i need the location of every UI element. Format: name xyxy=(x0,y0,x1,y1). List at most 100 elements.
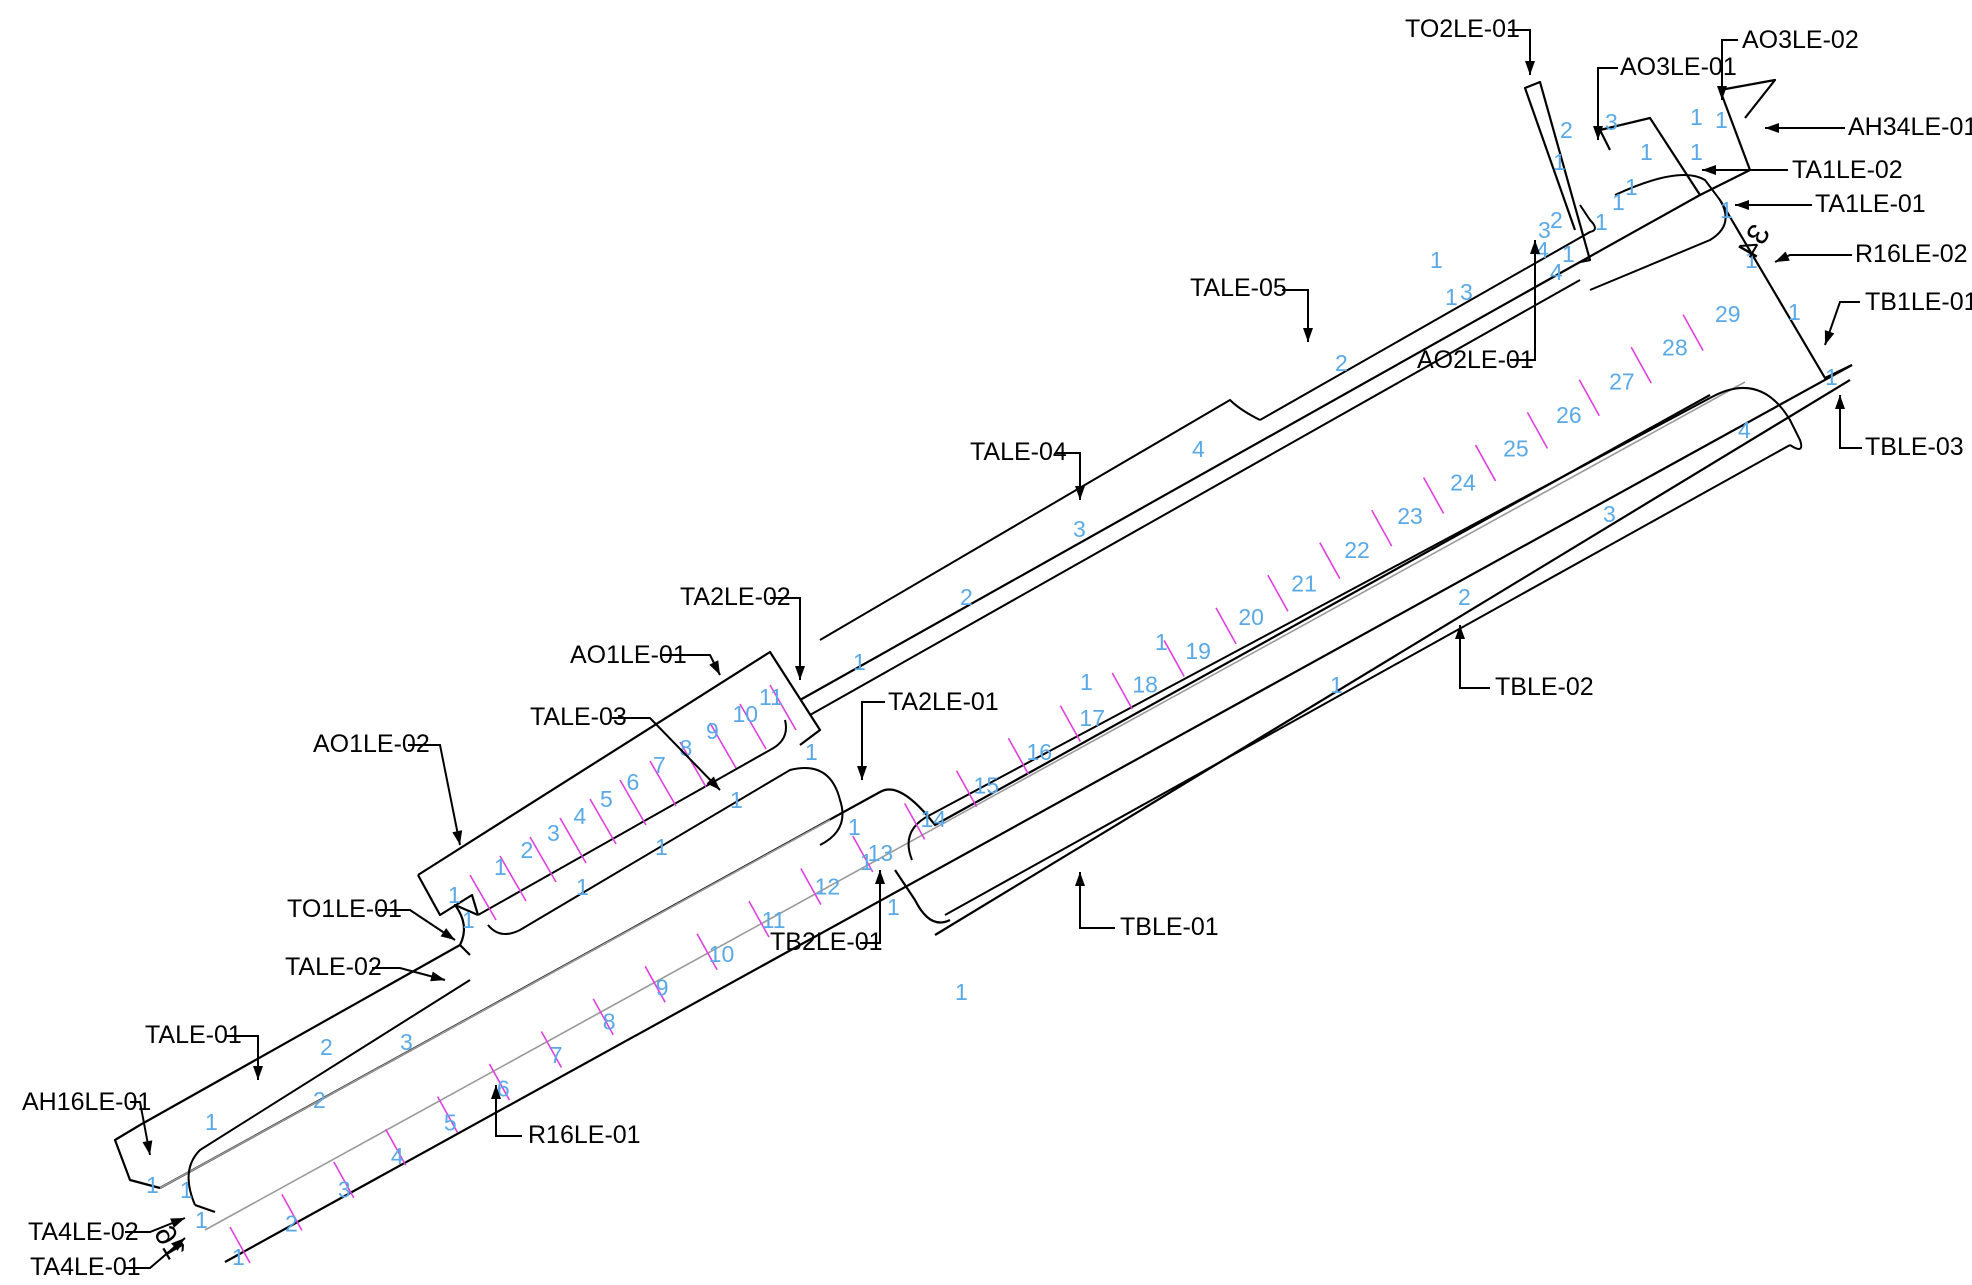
segment-number: 2 xyxy=(1550,207,1563,233)
ao1-segment-number: 9 xyxy=(706,718,719,744)
segment-number: 1 xyxy=(848,814,861,840)
r16-divider xyxy=(333,1161,355,1199)
upper-rail-segment-number: 2 xyxy=(960,584,973,610)
ao1-segment-number: 5 xyxy=(600,786,613,812)
r16-segment-number: 1 xyxy=(232,1244,245,1270)
left-loop-top xyxy=(187,979,471,1206)
rail-r16-top xyxy=(159,394,1711,1189)
segment-number: 2 xyxy=(1560,117,1573,143)
ao1-segment-number: 4 xyxy=(574,803,587,829)
callout-label: TA4LE-02 xyxy=(28,1218,139,1246)
callout-label: TA2LE-01 xyxy=(888,688,999,716)
callout-label: R16LE-01 xyxy=(528,1121,641,1149)
callout-label: AO3LE-02 xyxy=(1742,26,1859,54)
callout-label: TA1LE-01 xyxy=(1815,190,1926,218)
r16-divider xyxy=(1215,607,1237,645)
r16-divider xyxy=(1682,314,1704,351)
leader-line xyxy=(1721,39,1738,100)
r16-divider xyxy=(1267,574,1289,612)
r16-segment-number: 20 xyxy=(1238,604,1264,630)
ao1-divider xyxy=(499,855,527,902)
ta-rail-top xyxy=(799,261,1581,701)
arrowhead xyxy=(142,1140,153,1155)
callout-label: TBLE-02 xyxy=(1495,673,1594,701)
r16-segment-number: 25 xyxy=(1503,436,1529,462)
r16-segment-number: 29 xyxy=(1715,301,1741,327)
r16-divider xyxy=(1578,379,1601,417)
ta-rail-inner xyxy=(809,279,1581,716)
right-end-plate xyxy=(1719,199,1853,380)
ao1-segment-number: 7 xyxy=(653,752,666,778)
segment-number: 1 xyxy=(1690,139,1703,165)
leader-line xyxy=(1510,240,1536,361)
ao2-inner xyxy=(1259,204,1596,421)
ao1-segment-number: 1 xyxy=(494,854,507,880)
callout-label: AH34LE-01 xyxy=(1848,113,1972,141)
rail-r16-section xyxy=(204,381,1746,1231)
segment-number: 3 xyxy=(1460,279,1473,305)
callout-label: TALE-03 xyxy=(530,703,627,731)
r16-divider xyxy=(1526,411,1549,449)
segment-number: 1 xyxy=(1720,197,1733,223)
callout-label: AO3LE-01 xyxy=(1620,53,1737,81)
segment-number: 2 xyxy=(313,1087,326,1113)
segment-number: 1 xyxy=(730,787,743,813)
leader-line xyxy=(1824,301,1860,346)
segment-number: 1 xyxy=(1430,247,1443,273)
r16-segment-number: 6 xyxy=(497,1076,510,1102)
r16-divider xyxy=(903,802,926,840)
leader-line xyxy=(612,717,721,791)
r16-divider xyxy=(1474,444,1497,482)
leader-line xyxy=(1597,67,1618,140)
r16-divider xyxy=(1111,672,1133,710)
r16-divider xyxy=(644,965,666,1003)
segment-number: 1 xyxy=(1690,104,1703,130)
ao1-divider xyxy=(769,684,797,731)
arrowhead xyxy=(1775,251,1790,262)
r16-divider xyxy=(592,998,614,1036)
arrowhead xyxy=(1717,86,1727,100)
ao1-divider xyxy=(619,779,647,826)
callout-label: TALE-05 xyxy=(1190,274,1287,302)
left-loop-bottom xyxy=(194,1204,216,1213)
r16-divider xyxy=(800,868,822,905)
ao1-segment-number: 11 xyxy=(759,684,783,710)
segment-number: 4 xyxy=(1550,259,1563,285)
r16-segment-number: 3 xyxy=(338,1177,351,1203)
r16-segment-number: 5 xyxy=(444,1109,457,1135)
leader-line xyxy=(1459,625,1490,689)
arrowhead xyxy=(1702,165,1716,175)
arrowhead xyxy=(1824,330,1835,345)
r16-segment-number: 12 xyxy=(815,874,841,900)
tb-rail-bottom xyxy=(934,379,1851,936)
r16-segment-number: 11 xyxy=(762,907,786,933)
leader-line xyxy=(860,870,881,944)
ah34-block xyxy=(1699,78,1777,196)
segment-number: 3 xyxy=(400,1029,413,1055)
r16-segment-number: 7 xyxy=(550,1042,563,1068)
r16-segment-number: 17 xyxy=(1079,705,1105,731)
r16-divider xyxy=(955,770,978,808)
segment-number: 1 xyxy=(1080,669,1093,695)
upper-rail-segment-number: 3 xyxy=(1073,516,1086,542)
callout-label: TA4LE-01 xyxy=(30,1253,141,1281)
r16-segment-number: 13 xyxy=(868,840,894,866)
r16-divider xyxy=(748,900,770,938)
callout-label: TA1LE-02 xyxy=(1792,156,1903,184)
arrowhead xyxy=(1525,61,1535,75)
to2-tab xyxy=(1523,80,1592,264)
callout-label: TO2LE-01 xyxy=(1405,15,1520,43)
segment-numbers: 1234567891011121314151617181920212223242… xyxy=(146,104,1838,1270)
r16-segment-number: 16 xyxy=(1026,739,1052,765)
segment-number: 2 xyxy=(320,1034,333,1060)
ao1-divider xyxy=(739,703,767,750)
segment-number: 1 xyxy=(1562,241,1575,267)
to1-notch xyxy=(453,903,479,946)
leader-line xyxy=(378,909,456,941)
ao1-divider xyxy=(589,798,617,845)
callout-label: TBLE-03 xyxy=(1865,433,1964,461)
ta-left-section xyxy=(159,819,831,1189)
truss-geometry xyxy=(113,78,1853,1263)
segment-number: 1 xyxy=(576,874,589,900)
r16-divider xyxy=(229,1226,251,1264)
